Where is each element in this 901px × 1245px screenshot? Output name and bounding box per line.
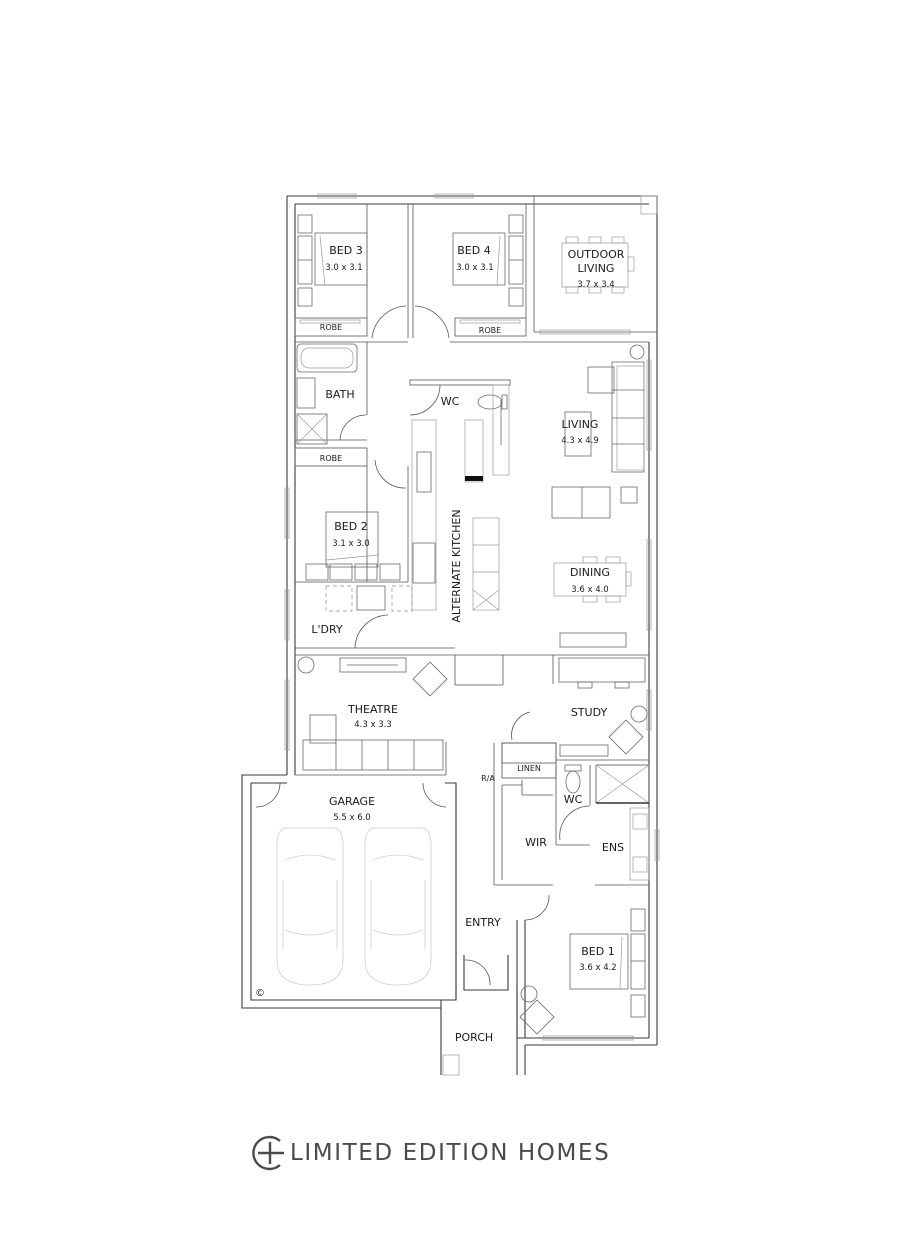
brand-logo: LIMITED EDITION HOMES [248,1130,610,1176]
room-label-robe-bed4: ROBE [479,326,501,335]
room-size-bed4: 3.0 x 3.1 [456,263,493,273]
room-label-bed4: BED 4 [457,244,490,257]
room-size-bed2: 3.1 x 3.0 [332,539,369,549]
room-label-entry: ENTRY [465,916,501,929]
room-label-bath: BATH [325,388,354,401]
room-label-kitchen: ALTERNATE KITCHEN [450,509,463,622]
brand-name: LIMITED EDITION HOMES [290,1140,611,1166]
room-label-outdoor-2: LIVING [578,262,615,275]
room-size-living: 4.3 x 4.9 [561,436,598,446]
room-label-study: STUDY [571,706,608,719]
doors [255,305,591,986]
car-outlines [276,827,432,986]
windows [284,193,660,1041]
room-label-theatre: THEATRE [347,703,398,716]
copyright-symbol: © [255,988,265,999]
room-label-ra: R/A [481,774,495,783]
room-size-dining: 3.6 x 4.0 [571,585,608,595]
room-labels: BED 3 3.0 x 3.1 BED 4 3.0 x 3.1 OUTDOOR … [255,244,625,1044]
room-label-wc-main: WC [441,395,460,408]
room-label-bed3: BED 3 [329,244,362,257]
room-label-ens: ENS [602,841,624,854]
room-label-linen: LINEN [517,764,541,773]
room-label-robe-bed3: ROBE [320,323,342,332]
room-label-bed1: BED 1 [581,945,614,958]
room-label-wir: WIR [525,836,547,849]
room-label-living: LIVING [562,418,599,431]
exterior-walls [241,195,658,1075]
brand-plus-circle-icon [252,1135,284,1171]
room-label-robe-bed2: ROBE [320,454,342,463]
room-label-dining: DINING [570,566,610,579]
room-label-wc-ens: WC [564,793,583,806]
room-size-bed1: 3.6 x 4.2 [579,963,616,973]
room-size-outdoor: 3.7 x 3.4 [577,280,614,290]
room-label-garage: GARAGE [329,795,375,808]
room-label-bed2: BED 2 [334,520,367,533]
room-label-porch: PORCH [455,1031,493,1044]
room-size-garage: 5.5 x 6.0 [333,813,370,823]
room-size-theatre: 4.3 x 3.3 [354,720,391,730]
room-label-laundry: L'DRY [311,623,343,636]
room-label-outdoor-1: OUTDOOR [568,248,625,261]
room-size-bed3: 3.0 x 3.1 [325,263,362,273]
furniture [296,195,658,1076]
